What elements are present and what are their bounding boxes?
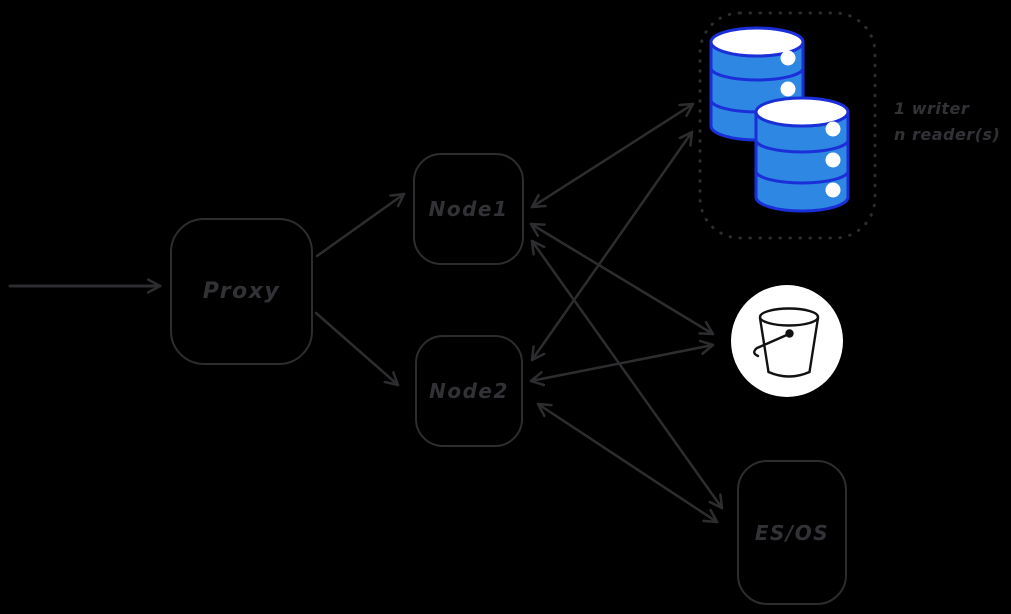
- node1-node: Node1: [413, 153, 524, 265]
- esos-node: ES/OS: [737, 460, 847, 605]
- node2-label: Node2: [429, 379, 509, 403]
- edge-node2-bucket: [529, 345, 715, 381]
- caption-line-readers: n reader(s): [894, 125, 1001, 144]
- caption-line-writer: 1 writer: [894, 99, 970, 118]
- bucket-icon: [731, 285, 843, 397]
- edge-node2-database: [530, 130, 694, 362]
- proxy-node: Proxy: [170, 218, 313, 365]
- edge-node1-database: [530, 102, 695, 209]
- database-cylinder-front-icon: [754, 96, 850, 213]
- database-cluster-caption: 1 writer n reader(s): [894, 96, 1000, 148]
- node1-label: Node1: [428, 197, 509, 221]
- edge-proxy-to-node2: [314, 311, 400, 387]
- esos-label: ES/OS: [754, 520, 830, 545]
- proxy-label: Proxy: [202, 279, 281, 304]
- node2-node: Node2: [415, 335, 523, 447]
- edge-node2-esos: [536, 402, 719, 524]
- edge-proxy-to-node1: [315, 192, 406, 258]
- database-cluster-container: [698, 11, 877, 240]
